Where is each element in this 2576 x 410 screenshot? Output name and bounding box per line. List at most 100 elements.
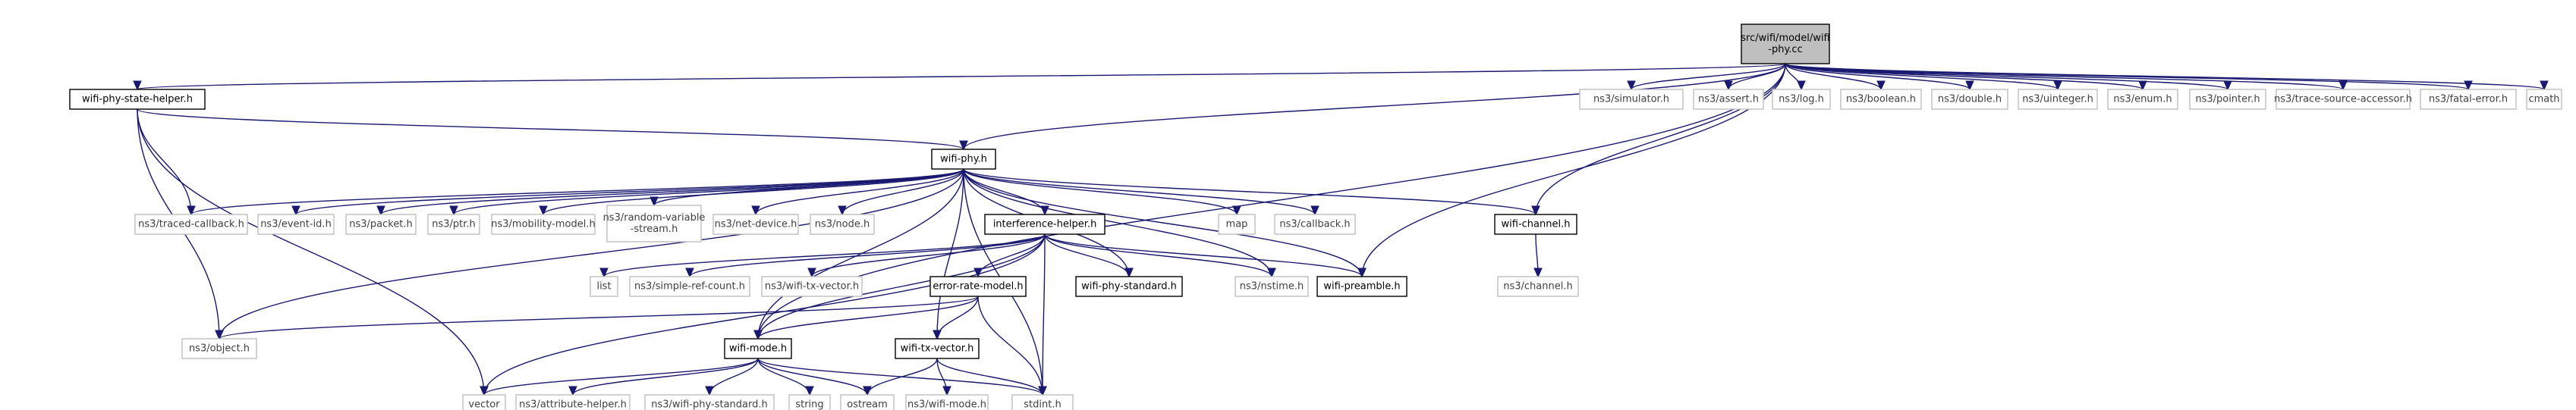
node-phy-box (931, 149, 996, 170)
edge-root-to-chan (1536, 63, 1786, 214)
node-ptr-box (2189, 89, 2266, 110)
node-fatal-box (2420, 89, 2517, 110)
node-erm-label: error-rate-model.h (933, 281, 1023, 293)
node-src-label: ns3/simple-ref-count.h (634, 281, 745, 293)
edge-ih-to-n3txv (812, 233, 1046, 277)
node-log-label: ns3/log.h (1779, 94, 1824, 105)
node-map-box (1218, 214, 1256, 235)
edge-root-to-tsa (1785, 63, 2343, 89)
node-tcb-box (134, 214, 248, 235)
node-ih[interactable]: interference-helper.h (984, 214, 1106, 235)
node-assert-box (1693, 89, 1764, 110)
node-node-label: ns3/node.h (815, 219, 870, 230)
node-nd: ns3/net-device.h (712, 214, 799, 235)
node-erm[interactable]: error-rate-model.h (929, 276, 1027, 297)
node-mob-label: ns3/mobility-model.h (491, 219, 595, 230)
node-list: list (590, 276, 618, 297)
node-txv[interactable]: wifi-tx-vector.h (895, 338, 980, 359)
edge-erm-to-txv (937, 296, 979, 339)
dependency-edges (137, 63, 2544, 395)
node-n3wps-label: ns3/wifi-phy-standard.h (651, 399, 767, 410)
node-assert-label: ns3/assert.h (1698, 94, 1759, 105)
node-ah-label: ns3/attribute-helper.h (519, 399, 627, 410)
edge-root-to-dbl (1785, 63, 1970, 89)
node-n3wps: ns3/wifi-phy-standard.h (644, 394, 775, 410)
node-pre-label: wifi-preamble.h (1323, 281, 1400, 293)
edge-phy-to-chan (963, 168, 1536, 214)
node-wps-label: wifi-phy-standard.h (1081, 281, 1177, 293)
node-n3mode-label: ns3/wifi-mode.h (907, 399, 986, 410)
edge-phy-to-pkt (381, 168, 964, 214)
node-fatal: ns3/fatal-error.h (2420, 89, 2517, 110)
node-psh-box (69, 89, 206, 110)
edge-txv-to-n3mode (936, 358, 947, 395)
edge-chan-to-ch3 (1536, 233, 1538, 277)
node-mode-box (724, 338, 792, 359)
node-chan[interactable]: wifi-channel.h (1494, 214, 1577, 235)
node-node: ns3/node.h (810, 214, 875, 235)
node-obj-box (181, 338, 257, 359)
node-ch3-label: ns3/channel.h (1503, 281, 1572, 293)
node-sim: ns3/simulator.h (1579, 89, 1684, 110)
node-dbl-box (1931, 89, 2008, 110)
node-n3wps-box (644, 394, 775, 410)
edge-phy-to-map (963, 168, 1237, 214)
edge-phy-to-txv (937, 168, 964, 339)
node-ch3-box (1497, 276, 1579, 297)
node-nd-label: ns3/net-device.h (715, 219, 797, 230)
node-rvs-box (606, 205, 702, 243)
node-enum-label: ns3/enum.h (2113, 94, 2172, 105)
edge-mode-to-ost (757, 358, 867, 395)
node-pkt: ns3/packet.h (345, 214, 417, 235)
edge-phy-to-nst (963, 168, 1272, 277)
node-pkt-box (345, 214, 417, 235)
node-str-label: string (795, 399, 823, 410)
node-phy[interactable]: wifi-phy.h (931, 149, 996, 170)
node-cb-label: ns3/callback.h (1279, 219, 1350, 230)
node-nd-box (712, 214, 799, 235)
edge-root-to-enum (1785, 63, 2143, 89)
node-pkt-label: ns3/packet.h (349, 219, 413, 230)
edge-root-to-ptr (1785, 63, 2228, 89)
node-node-box (810, 214, 875, 235)
node-root-label: src/wifi/model/wifi (1741, 33, 1829, 44)
edge-phy-to-cb (963, 168, 1315, 214)
node-obj-label: ns3/object.h (189, 343, 250, 355)
node-stdint: stdint.h (1011, 394, 1074, 410)
edge-mode-to-stdint (757, 358, 1043, 395)
node-enum: ns3/enum.h (2107, 89, 2178, 110)
node-mode-label: wifi-mode.h (729, 343, 787, 355)
node-tcb: ns3/traced-callback.h (134, 214, 248, 235)
edge-mode-to-ah (573, 358, 759, 395)
node-n3txv-box (761, 276, 863, 297)
node-log: ns3/log.h (1772, 89, 1831, 110)
node-rvs-label: ns3/random-variable (603, 212, 706, 224)
node-pre[interactable]: wifi-preamble.h (1316, 276, 1408, 297)
node-tsa: ns3/trace-source-accessor.h (2274, 89, 2412, 110)
edge-erm-to-obj (219, 296, 979, 339)
node-mob-box (491, 214, 596, 235)
node-phy-label: wifi-phy.h (940, 154, 987, 165)
node-mode[interactable]: wifi-mode.h (724, 338, 792, 359)
node-vec: vector (462, 394, 506, 410)
node-uint-label: ns3/uinteger.h (2022, 94, 2093, 105)
node-wps[interactable]: wifi-phy-standard.h (1075, 276, 1183, 297)
node-nst-label: ns3/nstime.h (1240, 281, 1304, 293)
edge-phy-to-node (842, 168, 964, 214)
node-ost: ostream (840, 394, 895, 410)
node-chan-label: wifi-channel.h (1502, 219, 1571, 230)
node-psh[interactable]: wifi-phy-state-helper.h (69, 89, 206, 110)
edge-phy-to-nd (756, 168, 964, 214)
edge-phy-to-nptr (454, 168, 964, 214)
edge-root-to-bool (1785, 63, 1881, 89)
node-root[interactable]: src/wifi/model/wifi-phy.cc (1741, 23, 1830, 64)
edge-ih-to-stdint (1043, 233, 1045, 395)
edge-ih-to-pre (1044, 233, 1362, 277)
node-chan-box (1494, 214, 1577, 235)
edge-erm-to-mode (758, 296, 979, 339)
node-stdint-box (1011, 394, 1074, 410)
edge-phy-to-rvs (654, 168, 964, 205)
edge-psh-to-vec (137, 108, 484, 395)
node-str-box (788, 394, 831, 410)
